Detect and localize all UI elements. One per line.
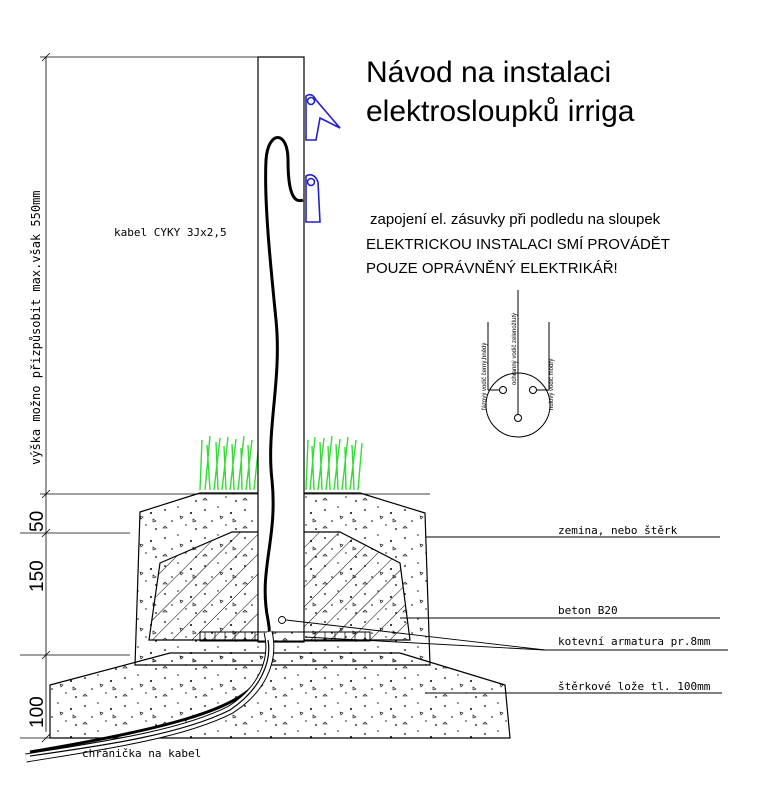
socket-symbol: [485, 290, 551, 438]
upper-socket-bracket: [305, 93, 341, 141]
vertical-dimension: [20, 52, 258, 743]
callout-rebar: kotevní armatura pr.8mm: [558, 635, 711, 648]
rebar-rings: [204, 632, 366, 641]
dim-100: 100: [27, 696, 48, 728]
title-line-2: elektrosloupků irriga: [366, 95, 635, 128]
height-label: výška možno přizpůsobit max.však 550mm: [29, 190, 43, 465]
note-warning-1: ELEKTRICKOU INSTALACI SMÍ PROVÁDĚT: [366, 236, 670, 253]
note-wiring: zapojení el. zásuvky při podledu na slou…: [370, 211, 661, 228]
title-line-1: Návod na instalaci: [366, 56, 611, 89]
callout-conduit: chránička na kabel: [82, 747, 201, 760]
note-warning-2: POUZE OPRÁVNĚNÝ ELEKTRIKÁŘ!: [366, 260, 618, 277]
socket-protective-label: ochranný vodič zelenožlutý: [512, 313, 518, 385]
callout-gravel: štěrkové lože tl. 100mm: [558, 680, 711, 693]
socket-phase-label: fázový vodič černý,hnědý: [482, 343, 488, 410]
cable-label: kabel CYKY 3Jx2,5: [114, 226, 227, 239]
grass-right: [305, 435, 363, 491]
rebar: [199, 631, 371, 642]
lower-socket-bracket: [305, 174, 321, 223]
dim-50: 50: [27, 511, 48, 532]
socket-neutral-label: nulový vodič modrý: [549, 359, 555, 410]
callout-concrete: beton B20: [558, 604, 618, 617]
grass-left: [199, 435, 260, 491]
callout-soil: zemina, nebo štěrk: [558, 524, 678, 537]
callout-leaders: [278, 536, 728, 694]
dim-150: 150: [27, 560, 48, 592]
